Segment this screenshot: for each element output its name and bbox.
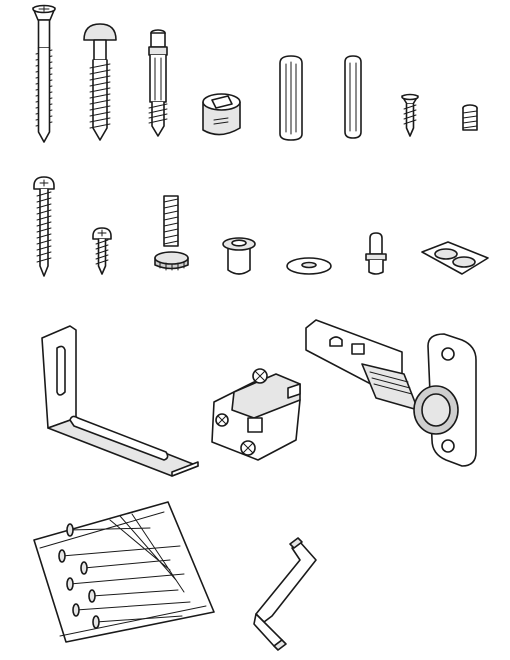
thread-line xyxy=(95,244,109,250)
short-countersunk-screw xyxy=(401,93,419,137)
bag-of-nails xyxy=(33,501,215,643)
thread-line xyxy=(89,111,111,117)
thread-line xyxy=(148,118,168,124)
hex-allen-key xyxy=(253,537,317,651)
large-wooden-dowel xyxy=(279,55,303,141)
shelf-support-pin xyxy=(365,232,387,275)
thread-line xyxy=(89,69,111,75)
thread-line xyxy=(36,215,52,221)
flanged-sleeve-nut xyxy=(222,237,256,275)
thread-line xyxy=(89,117,111,123)
short-pan-head-screw xyxy=(92,227,112,275)
thread-line xyxy=(36,233,52,239)
thread-line xyxy=(89,63,111,69)
concealed-cabinet-hinge xyxy=(305,319,477,467)
cam-lock-nut xyxy=(202,93,241,136)
small-wooden-dowel xyxy=(344,55,362,139)
thread-line xyxy=(403,119,417,125)
thread-line xyxy=(36,227,52,233)
angle-bracket xyxy=(41,325,199,477)
thread-line xyxy=(36,191,52,197)
thread-line xyxy=(89,87,111,93)
countersunk-wood-screw xyxy=(32,4,56,143)
cam-lock-bolt xyxy=(148,29,168,137)
adhesive-bumper-pads xyxy=(421,241,489,275)
hinge-mounting-plate xyxy=(211,368,301,461)
thread-line xyxy=(95,259,109,265)
thread-line xyxy=(403,109,417,115)
thread-line xyxy=(403,114,417,120)
thumb-screw-bolt xyxy=(154,195,189,271)
thread-line xyxy=(89,81,111,87)
round-head-screw-with-plug xyxy=(83,23,117,141)
thread-line xyxy=(148,108,168,114)
thread-line xyxy=(36,221,52,227)
thread-line xyxy=(89,75,111,81)
thread-line xyxy=(36,245,52,251)
thread-line xyxy=(36,203,52,209)
thread-line xyxy=(36,239,52,245)
threaded-insert xyxy=(462,104,478,131)
thread-line xyxy=(403,104,417,110)
thread-line xyxy=(36,251,52,257)
thread-line xyxy=(89,93,111,99)
thread-line xyxy=(36,257,52,263)
thread-line xyxy=(95,249,109,255)
thread-line xyxy=(89,105,111,111)
thread-line xyxy=(95,239,109,245)
thread-line xyxy=(36,209,52,215)
thread-line xyxy=(148,103,168,109)
flat-washer xyxy=(286,257,332,275)
thread-line xyxy=(36,197,52,203)
thread-line xyxy=(148,113,168,119)
thread-line xyxy=(89,123,111,129)
thread-line xyxy=(95,254,109,260)
thread-line xyxy=(89,99,111,105)
